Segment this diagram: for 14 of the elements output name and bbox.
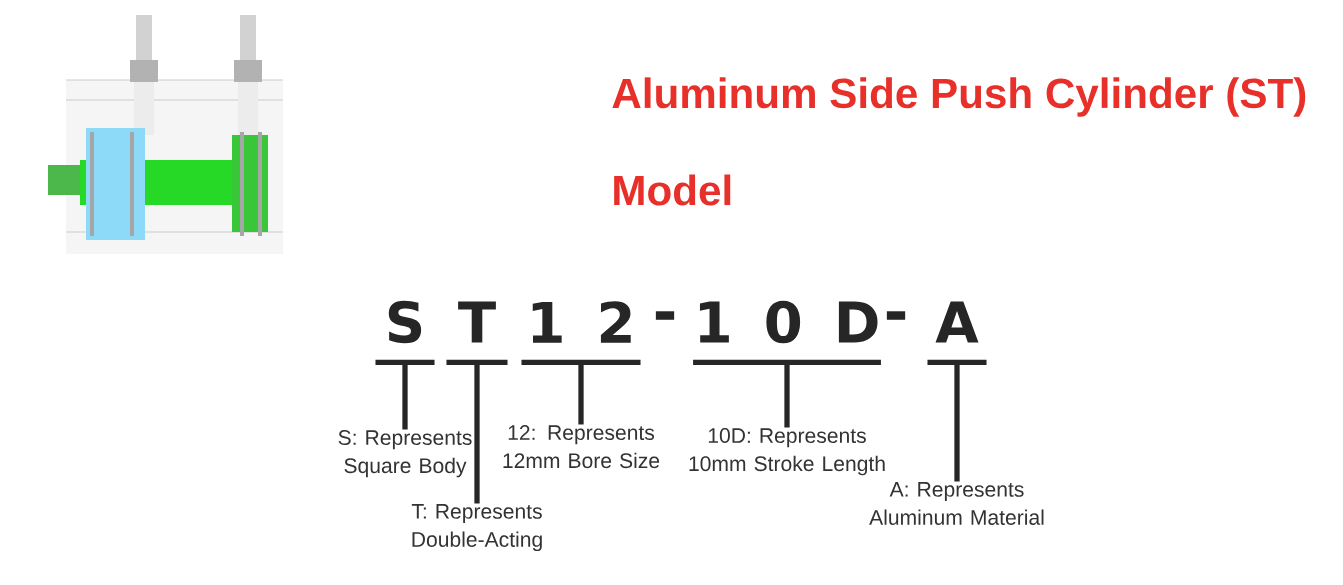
title: Aluminum Side Push Cylinder (ST) bbox=[612, 77, 1306, 117]
code-letter: 1 2 bbox=[532, 301, 631, 343]
code-letter: 1 0 D bbox=[699, 300, 878, 344]
code-separator: - bbox=[655, 311, 675, 320]
code-letter: T bbox=[458, 301, 496, 343]
description-text: A: Represents Aluminum Material bbox=[869, 482, 1044, 525]
code-letter: S bbox=[388, 300, 422, 344]
description-text: 10D: Represents 10mm Stroke Length bbox=[689, 428, 885, 476]
subtitle: Model bbox=[614, 174, 731, 206]
description-text: S: Represents Square Body bbox=[338, 430, 472, 478]
description-text: T: Represents Double-Acting bbox=[411, 504, 542, 552]
description-text: 12: Represents 12mm Bore Size bbox=[503, 425, 660, 469]
code-letter: A bbox=[935, 301, 979, 343]
code-separator: - bbox=[886, 311, 906, 320]
